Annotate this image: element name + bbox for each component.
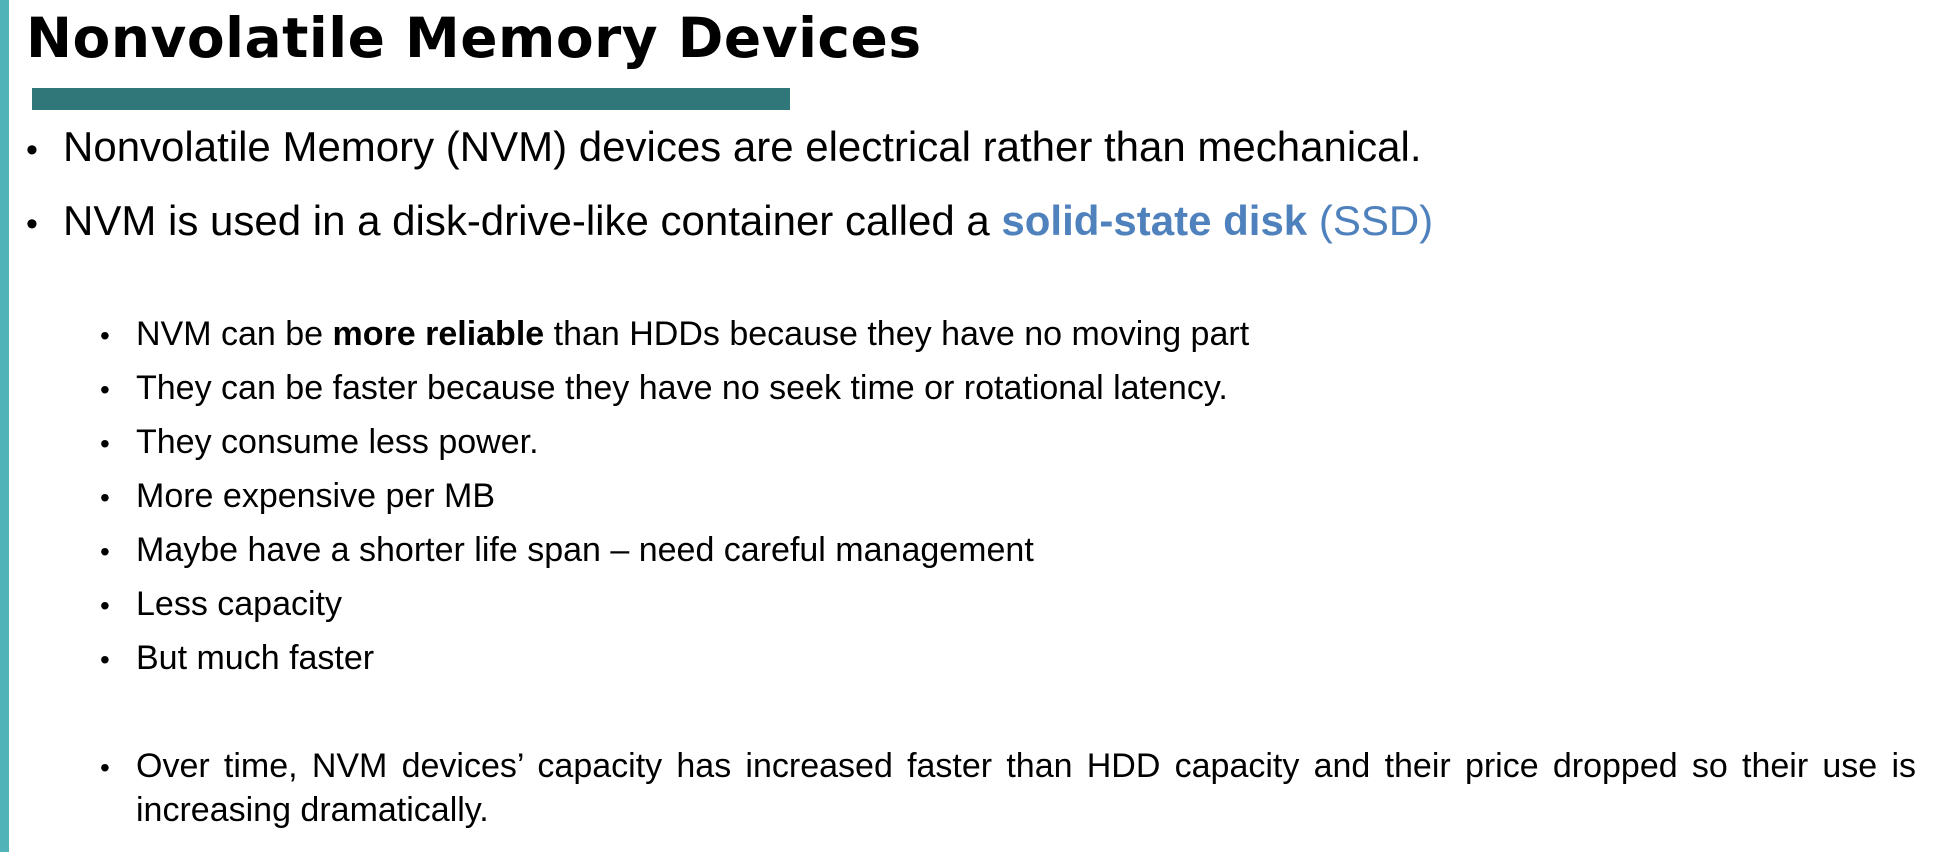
sub-bullet-item: • But much faster (100, 636, 1920, 682)
sub-bullet-text: Less capacity (136, 585, 342, 623)
sub-bullet-item: • NVM can be more reliable than HDDs bec… (100, 312, 1920, 358)
sub-bullet-item: • Less capacity (100, 582, 1920, 628)
sub-bullet-text-bold: more reliable (332, 315, 545, 353)
bullet-dot: • (100, 428, 110, 459)
bullet-item: • NVM is used in a disk-drive-like conta… (26, 195, 1433, 250)
sub-bullet-text: Over time, NVM devices’ capacity has inc… (136, 747, 1916, 829)
sub-bullet-item: • They can be faster because they have n… (100, 366, 1920, 412)
bullet-dot: • (100, 590, 110, 621)
bullet-text: Nonvolatile Memory (NVM) devices are ele… (63, 123, 1422, 170)
bullet-dot: • (26, 131, 38, 169)
bullet-dot: • (100, 752, 110, 783)
sub-bullet-item: • More expensive per MB (100, 474, 1920, 520)
bullet-item: • Nonvolatile Memory (NVM) devices are e… (26, 121, 1422, 176)
sub-bullet-item: • Over time, NVM devices’ capacity has i… (100, 744, 1916, 832)
sub-bullet-text: But much faster (136, 639, 375, 677)
bullet-dot: • (100, 644, 110, 675)
bullet-text-prefix: NVM is used in a disk-drive-like contain… (63, 197, 1002, 244)
sub-bullet-text: NVM can be more reliable than HDDs becau… (136, 312, 1920, 356)
bullet-dot: • (100, 482, 110, 513)
bullet-dot: • (100, 536, 110, 567)
bullet-dot: • (100, 320, 110, 351)
sub-bullet-text: They consume less power. (136, 423, 539, 461)
sub-bullet-text-post: than HDDs because they have no moving pa… (544, 315, 1250, 353)
sub-bullet-text-pre: NVM can be (136, 315, 333, 353)
bullet-dot: • (26, 205, 38, 243)
sub-bullet-text: More expensive per MB (136, 477, 496, 515)
ssd-abbrev: (SSD) (1307, 197, 1434, 244)
sub-bullet-item: • They consume less power. (100, 420, 1920, 466)
left-accent-bar (0, 0, 9, 852)
sub-bullet-text: Maybe have a shorter life span – need ca… (136, 531, 1034, 569)
title-underline (32, 88, 790, 110)
sub-bullet-text: They can be faster because they have no … (136, 369, 1228, 407)
bullet-dot: • (100, 374, 110, 405)
slide-title: Nonvolatile Memory Devices (26, 6, 922, 70)
ssd-term-link[interactable]: solid-state disk (1001, 197, 1308, 244)
bullet-text: NVM is used in a disk-drive-like contain… (63, 195, 1433, 247)
sub-bullet-item: • Maybe have a shorter life span – need … (100, 528, 1920, 574)
